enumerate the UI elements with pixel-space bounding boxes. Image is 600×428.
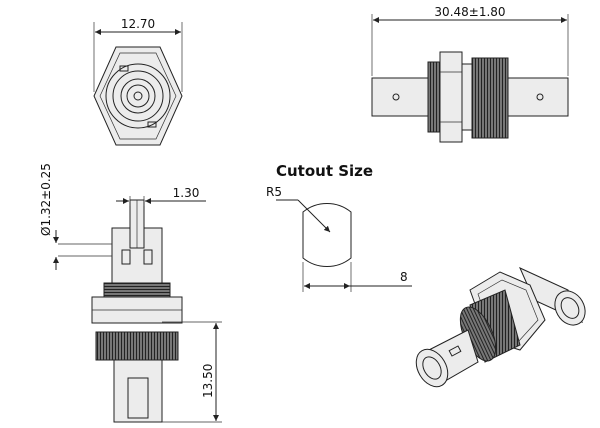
left-sleeve xyxy=(371,77,433,117)
hex-ferrule xyxy=(126,84,150,108)
isometric-view xyxy=(415,266,586,388)
cutout-diagram: Cutout Size R5 8 xyxy=(266,162,412,292)
hex-nut-outline xyxy=(93,46,183,146)
elevation-view: Ø1.32±0.25 1.30 13.50 xyxy=(39,163,222,423)
hex-middle-ring xyxy=(112,70,164,122)
elevation-knurled-nut xyxy=(95,331,179,361)
iso-back-sleeve-end xyxy=(554,290,586,326)
thread-section xyxy=(427,61,441,133)
elevation-thread xyxy=(103,282,171,298)
washer xyxy=(461,63,473,131)
top-slot-left xyxy=(121,249,131,265)
diameter-label: Ø1.32±0.25 xyxy=(39,163,53,236)
hex-bore xyxy=(133,91,143,101)
right-sleeve xyxy=(507,77,569,117)
hex-width-label: 12.70 xyxy=(121,17,155,31)
right-sleeve-hole xyxy=(536,93,544,101)
overall-length-label: 30.48±1.80 xyxy=(434,5,505,19)
knurled-nut xyxy=(471,57,509,139)
side-hex-flange xyxy=(439,51,463,143)
pin-width-label: 1.30 xyxy=(173,186,200,200)
bottom-slot xyxy=(127,377,149,419)
bottom-sleeve xyxy=(113,359,163,423)
bayonet-lug-top xyxy=(119,65,129,72)
top-slot-right xyxy=(143,249,153,265)
left-sleeve-hole xyxy=(392,93,400,101)
top-sleeve xyxy=(111,227,163,284)
radius-leader xyxy=(297,199,331,233)
cutout-shape xyxy=(302,203,352,267)
cutout-title: Cutout Size xyxy=(276,162,373,180)
cutout-radius-label: R5 xyxy=(266,185,282,199)
hex-outer-ring xyxy=(105,63,171,129)
front-hex-view: 12.70 xyxy=(93,17,183,146)
side-view: 30.48±1.80 xyxy=(371,5,569,143)
bayonet-lug-bottom xyxy=(147,121,157,128)
body-height-label: 13.50 xyxy=(201,364,215,398)
hex-nut-chamfer xyxy=(99,52,177,140)
hex-inner-ring xyxy=(120,78,156,114)
cutout-width-label: 8 xyxy=(400,270,408,284)
